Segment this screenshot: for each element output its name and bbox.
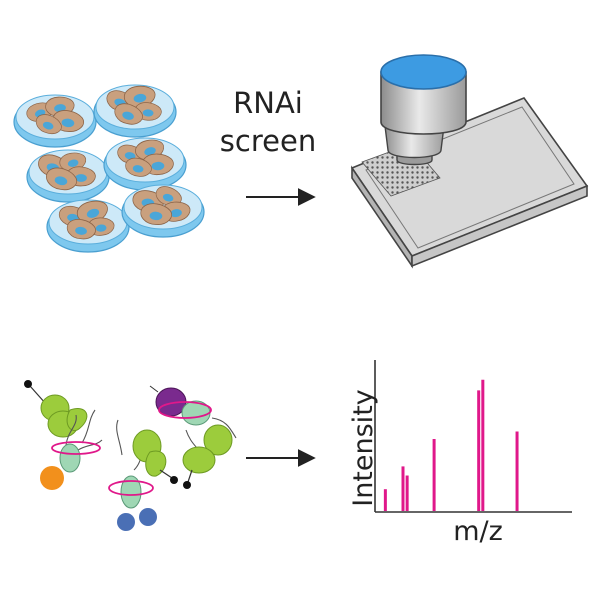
petri-dish	[121, 183, 205, 238]
petri-dish	[103, 136, 187, 191]
rnai-screen-label: RNAi screen	[208, 84, 328, 160]
petri-dish	[93, 83, 177, 138]
complex-left	[24, 380, 103, 490]
mass-spectrum-chart	[374, 360, 572, 513]
microscope-plate-icon	[350, 54, 589, 269]
rnai-label-line1: RNAi	[233, 86, 303, 120]
spectrum-peaks	[383, 379, 519, 511]
complex-right	[149, 385, 237, 489]
petri-dish	[13, 94, 97, 148]
complex-middle	[108, 419, 178, 531]
protein-complexes	[24, 380, 237, 531]
petri-dish	[26, 149, 110, 203]
rnai-label-line2: screen	[219, 124, 317, 158]
x-axis-label: m/z	[453, 516, 503, 547]
petri-dishes-group	[13, 83, 205, 253]
y-axis-label: Intensity	[348, 389, 379, 507]
petri-dish	[46, 196, 130, 253]
